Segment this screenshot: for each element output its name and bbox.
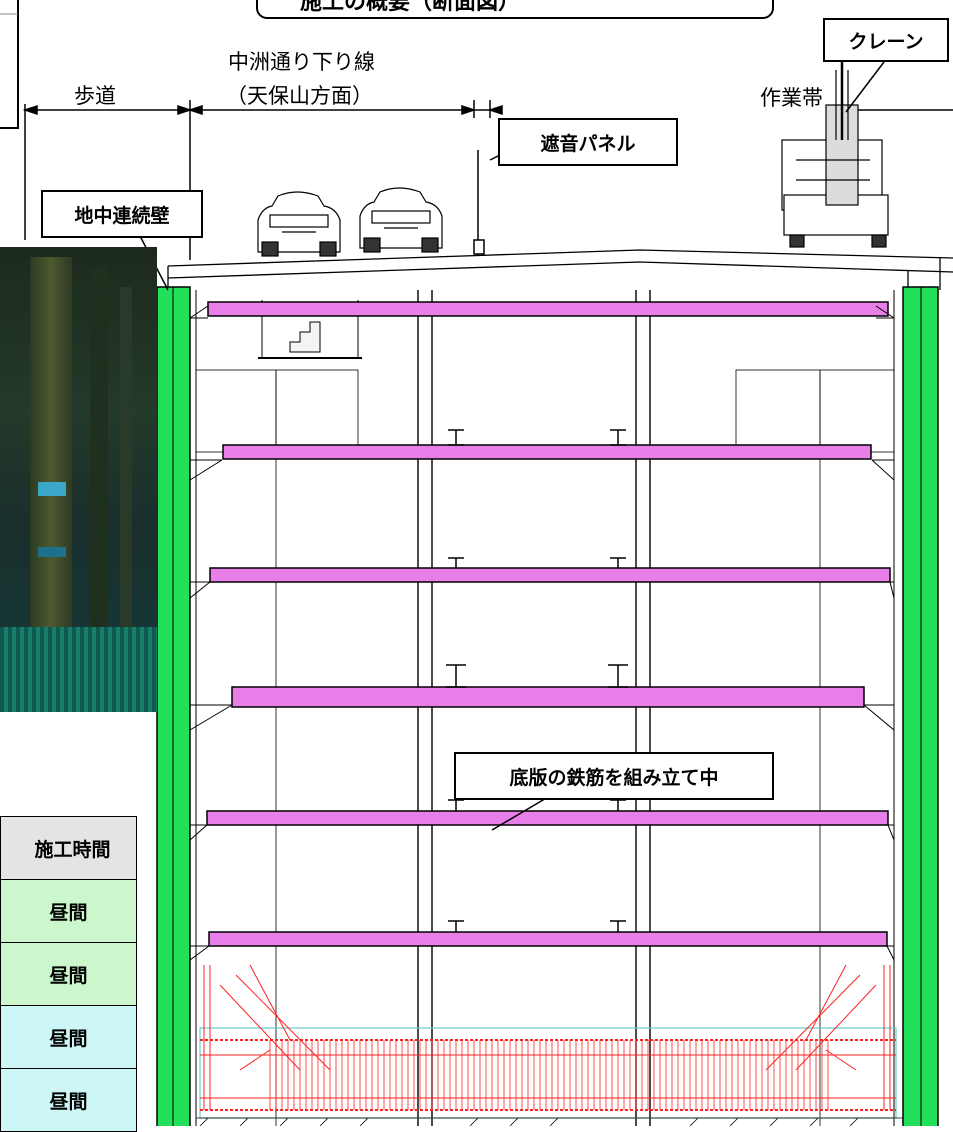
table-row: 昼間 — [0, 1005, 137, 1069]
table-row: 昼間 — [0, 1068, 137, 1132]
strut-brackets — [189, 305, 895, 961]
lane-label-line2: （天保山方面） — [226, 84, 373, 108]
noise-panel — [473, 150, 485, 255]
struts — [206, 301, 891, 947]
structure-lines — [195, 290, 895, 1126]
table-row: 昼間 — [0, 942, 137, 1006]
lane-label-line1: 中洲通り下り線 — [228, 50, 375, 74]
table-header: 施工時間 — [0, 816, 137, 880]
crane — [781, 50, 889, 248]
road-deck — [167, 249, 953, 290]
rebar-verticals — [269, 1040, 829, 1110]
site-photo — [0, 247, 157, 712]
car-1 — [257, 191, 341, 257]
schedule-table: 施工時間 昼間 昼間 昼間 昼間 — [0, 816, 137, 1132]
left-edge-frame — [0, 0, 19, 129]
crane-callout: クレーン — [823, 18, 949, 62]
diaphragm-walls — [156, 286, 939, 1126]
ibeam-markers — [446, 429, 628, 932]
banner-box — [256, 0, 774, 19]
sidewalk-label: 歩道 — [74, 84, 116, 108]
diaphragm-wall-callout: 地中連続壁 — [41, 190, 203, 238]
work-zone-label: 作業帯 — [760, 86, 823, 110]
car-2 — [359, 187, 443, 253]
banner-text: 施工の概要（断面図） — [300, 0, 521, 15]
noise-panel-callout: 遮音パネル — [498, 118, 678, 166]
table-row: 昼間 — [0, 879, 137, 943]
bottom-slab-callout: 底版の鉄筋を組み立て中 — [454, 752, 774, 800]
base-hatch — [196, 1117, 903, 1126]
